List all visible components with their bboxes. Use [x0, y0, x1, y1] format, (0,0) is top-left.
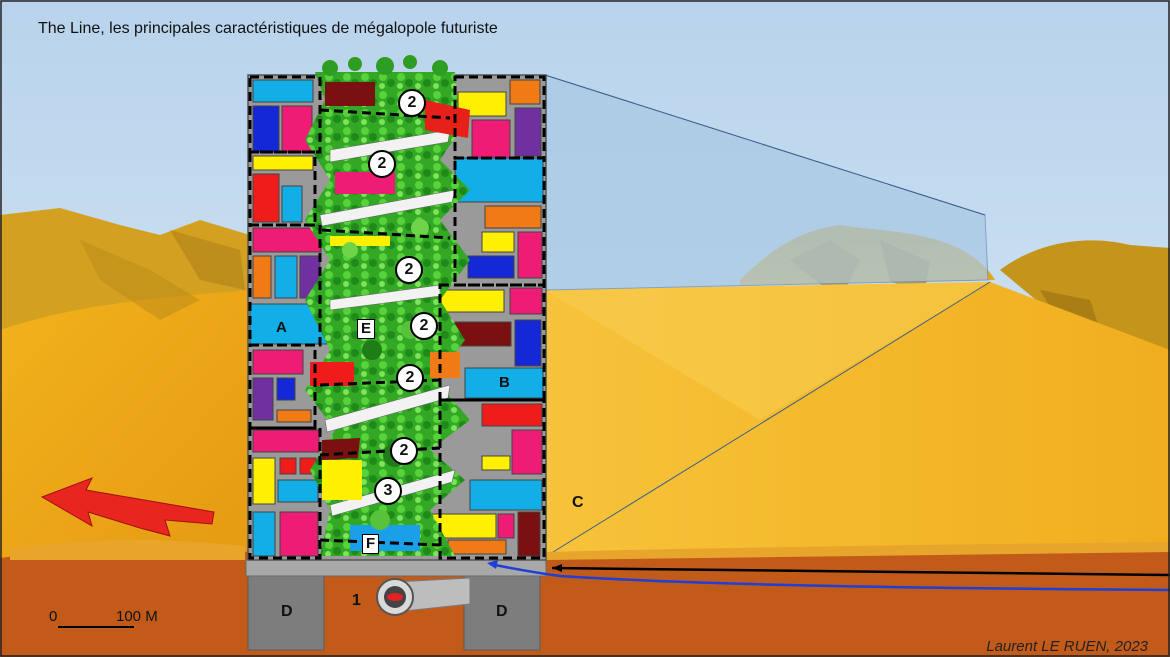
label-a: A	[273, 319, 290, 337]
scale-distance: 100 M	[116, 608, 158, 625]
label-e: E	[357, 319, 375, 339]
author-credit: Laurent LE RUEN, 2023	[986, 638, 1148, 655]
marker-2: 2	[390, 437, 418, 465]
label-d-left: D	[281, 603, 293, 621]
marker-2: 2	[398, 89, 426, 117]
scale-zero: 0	[49, 608, 57, 625]
label-1: 1	[352, 592, 361, 610]
base-slab	[246, 560, 546, 576]
label-b: B	[496, 374, 513, 392]
label-d-right: D	[496, 603, 508, 621]
marker-2: 2	[410, 312, 438, 340]
label-c: C	[572, 494, 584, 512]
marker-2: 2	[368, 150, 396, 178]
page-title: The Line, les principales caractéristiqu…	[38, 20, 498, 38]
marker-2: 2	[396, 364, 424, 392]
marker-3: 3	[374, 477, 402, 505]
label-f: F	[362, 534, 379, 554]
marker-2: 2	[395, 256, 423, 284]
